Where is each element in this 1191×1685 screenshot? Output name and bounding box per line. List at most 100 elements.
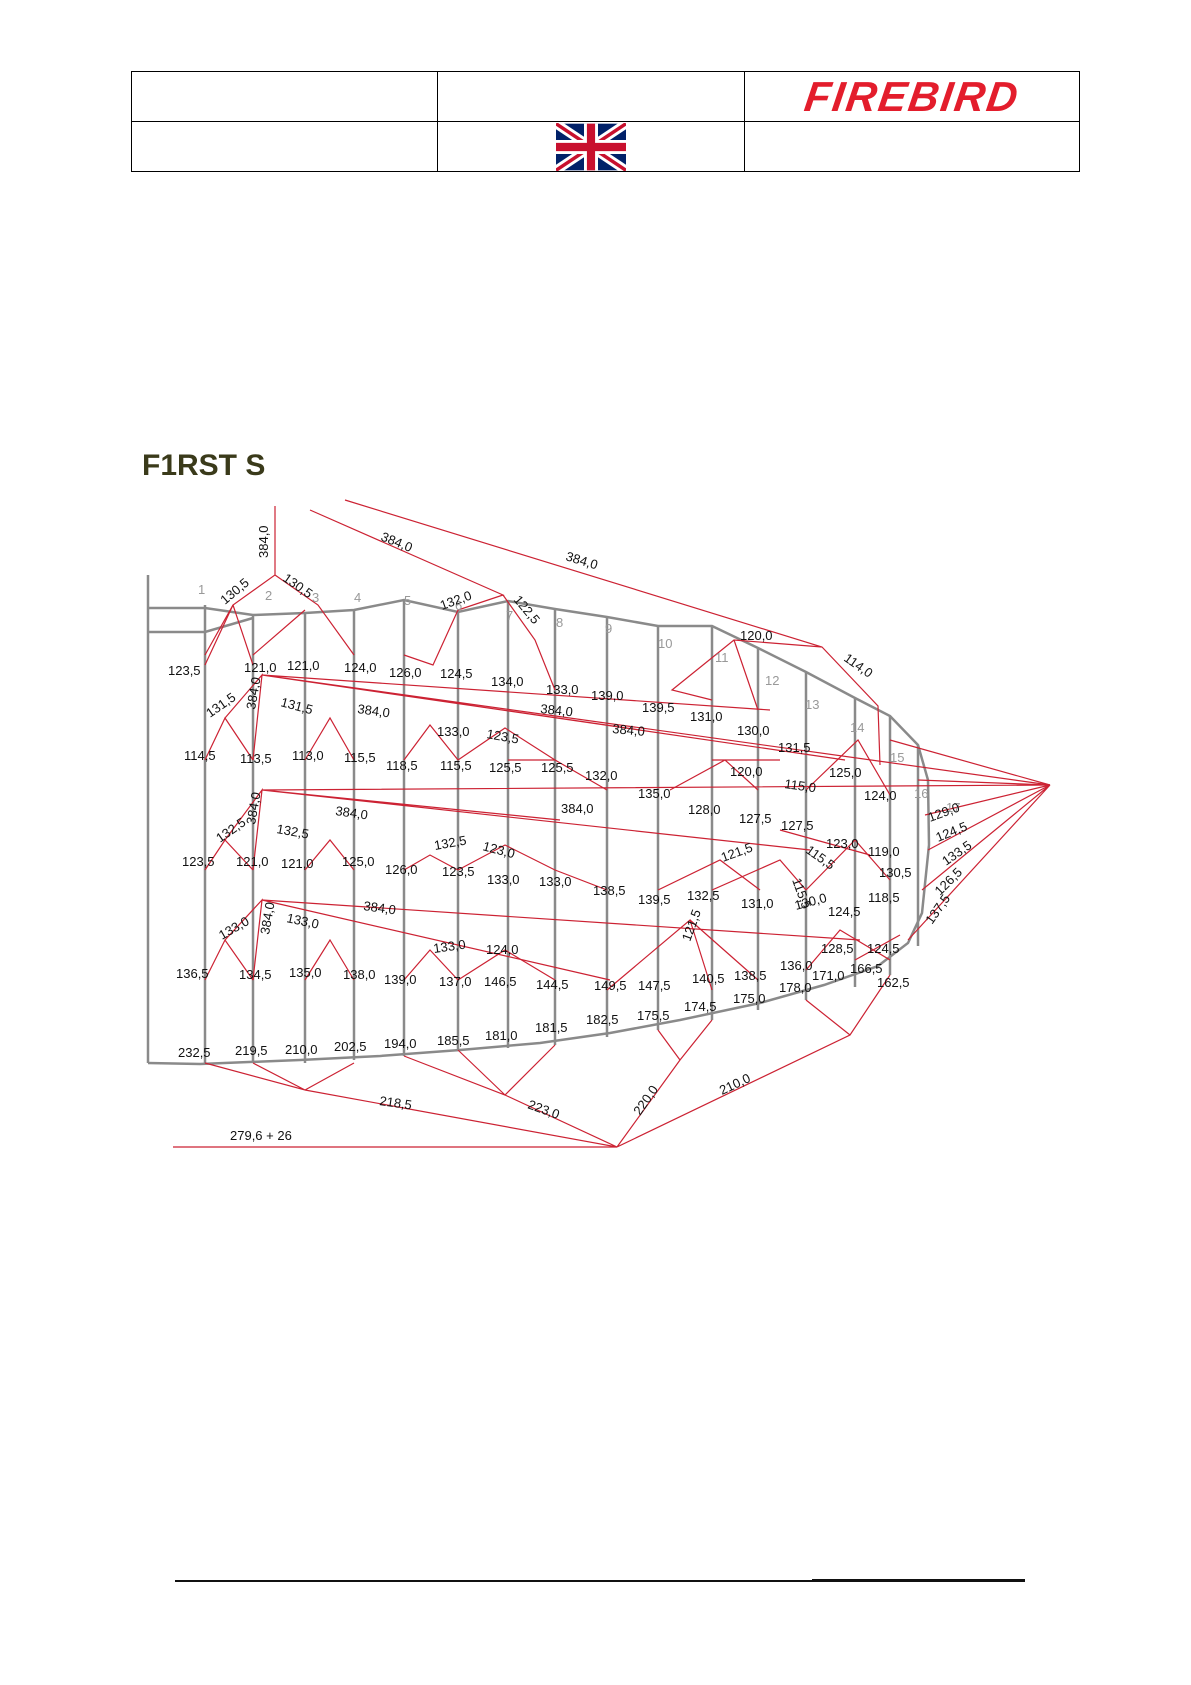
panel-number: 13 (805, 697, 819, 712)
line-length-label: 124,0 (344, 660, 377, 675)
line-length-label: 175,0 (733, 991, 766, 1006)
line-length-label: 139,0 (384, 972, 417, 987)
line-length-label: 131,5 (778, 740, 811, 755)
line-length-label: 146,5 (484, 974, 517, 989)
line-length-label: 125,5 (489, 760, 522, 775)
line-length-label: 138,0 (343, 967, 376, 982)
panel-number: 5 (404, 593, 411, 608)
line-length-label: 136,0 (780, 958, 813, 973)
line-length-label: 384,0 (257, 901, 277, 936)
line-length-label: 202,5 (334, 1039, 367, 1054)
panel-number: 1 (198, 582, 205, 597)
line-length-label: 134,5 (239, 967, 272, 982)
line-length-label: 123,5 (442, 864, 475, 879)
line-length-label: 131,5 (279, 694, 314, 717)
line-length-label: 132,5 (433, 833, 468, 853)
line-length-label: 220,0 (630, 1082, 661, 1117)
line-length-label: 118,5 (386, 758, 418, 773)
line-length-label: 171,0 (812, 968, 845, 983)
line-length-label: 185,5 (437, 1033, 470, 1048)
line-length-label: 125,5 (541, 760, 574, 775)
line-length-label: 131,0 (741, 896, 774, 911)
line-length-label: 149,5 (594, 978, 627, 993)
line-length-label: 124,0 (864, 788, 897, 803)
line-labels: 384,0 384,0 384,0 130,5 130,5 132,0 122,… (168, 525, 974, 1143)
line-length-label: 135,0 (638, 786, 671, 801)
footer-divider-accent (812, 1579, 1025, 1580)
line-length-label: 384,0 (612, 721, 646, 739)
line-length-label: 113,5 (240, 751, 272, 766)
line-length-label: 115,5 (440, 758, 472, 773)
line-length-label: 126,0 (389, 665, 422, 680)
line-length-label: 132,5 (275, 821, 310, 841)
line-length-label: 126,5 (932, 865, 966, 899)
panel-number: 16 (914, 786, 928, 801)
line-length-label: 175,5 (637, 1008, 670, 1023)
line-length-label: 123,5 (182, 854, 215, 869)
panel-number: 11 (715, 650, 729, 665)
line-length-label: 133,0 (546, 682, 579, 697)
line-length-label: 384,0 (335, 803, 369, 822)
line-length-label: 119,0 (868, 844, 900, 859)
section-title: F1RST S (142, 449, 266, 482)
line-length-label: 181,5 (535, 1020, 568, 1035)
line-length-label: 115,0 (784, 776, 817, 795)
line-cascades (173, 499, 1051, 1148)
panel-number: 15 (890, 750, 904, 765)
line-length-label: 115,5 (344, 750, 376, 765)
line-length-label: 384,0 (561, 801, 594, 816)
line-length-label: 133,0 (216, 913, 252, 942)
line-length-label: 384,0 (357, 701, 391, 720)
header-cell-empty-4 (743, 121, 1081, 172)
line-length-label: 133,0 (437, 724, 470, 739)
line-length-label: 384,0 (256, 525, 271, 558)
line-length-label: 132,5 (687, 888, 720, 903)
panel-numbers: 1 2 3 4 5 6 7 8 9 10 11 12 13 14 15 16 1… (198, 582, 960, 815)
line-length-label: 178,0 (779, 980, 812, 995)
line-length-label: 162,5 (877, 975, 910, 990)
line-length-label: 120,0 (740, 628, 773, 643)
line-length-label: 114,0 (841, 650, 875, 680)
line-length-label: 126,0 (385, 862, 418, 877)
line-length-label: 123,0 (826, 836, 859, 851)
line-length-label: 121,0 (287, 658, 320, 673)
line-length-label: 138,5 (593, 883, 626, 898)
line-length-label: 121,5 (719, 840, 755, 865)
line-length-label: 121,5 (679, 907, 704, 943)
panel-number: 2 (265, 588, 272, 603)
panel-number: 9 (605, 621, 612, 636)
panel-number: 4 (354, 590, 361, 605)
line-length-label: 194,0 (384, 1036, 417, 1051)
panel-number: 12 (765, 673, 779, 688)
line-length-label: 181,0 (485, 1028, 518, 1043)
line-length-label: 384,0 (540, 701, 574, 719)
line-length-label: 130,5 (217, 575, 252, 607)
line-length-label: 125,0 (342, 854, 375, 869)
line-length-label: 219,5 (235, 1043, 268, 1058)
panel-number: 3 (312, 590, 319, 605)
line-length-label: 131,5 (203, 690, 238, 721)
line-length-label: 137,5 (922, 891, 953, 926)
header-logo-cell: FIREBIRD (743, 71, 1081, 122)
line-length-label: 128,0 (688, 802, 721, 817)
panel-number: 14 (850, 720, 864, 735)
line-length-label: 384,0 (363, 898, 397, 917)
footer-divider (175, 1580, 1025, 1582)
line-length-label: 130,5 (879, 865, 912, 880)
line-length-label: 121,0 (281, 856, 314, 871)
line-length-label: 124,0 (486, 942, 519, 957)
panel-number: 7 (506, 608, 513, 623)
line-length-label: 139,5 (638, 892, 671, 907)
line-length-label: 218,5 (379, 1093, 413, 1112)
line-length-label: 210,0 (285, 1042, 318, 1057)
line-length-label: 140,5 (692, 971, 725, 986)
line-length-label: 174,5 (684, 999, 717, 1014)
uk-flag-icon (555, 122, 626, 171)
line-length-label: 123,0 (481, 838, 516, 861)
line-length-label: 135,0 (289, 965, 322, 980)
line-length-label: 132,0 (585, 768, 618, 783)
line-length-label: 138,5 (734, 968, 767, 983)
line-length-label: 279,6 + 26 (230, 1128, 292, 1143)
line-length-label: 139,5 (642, 700, 675, 715)
